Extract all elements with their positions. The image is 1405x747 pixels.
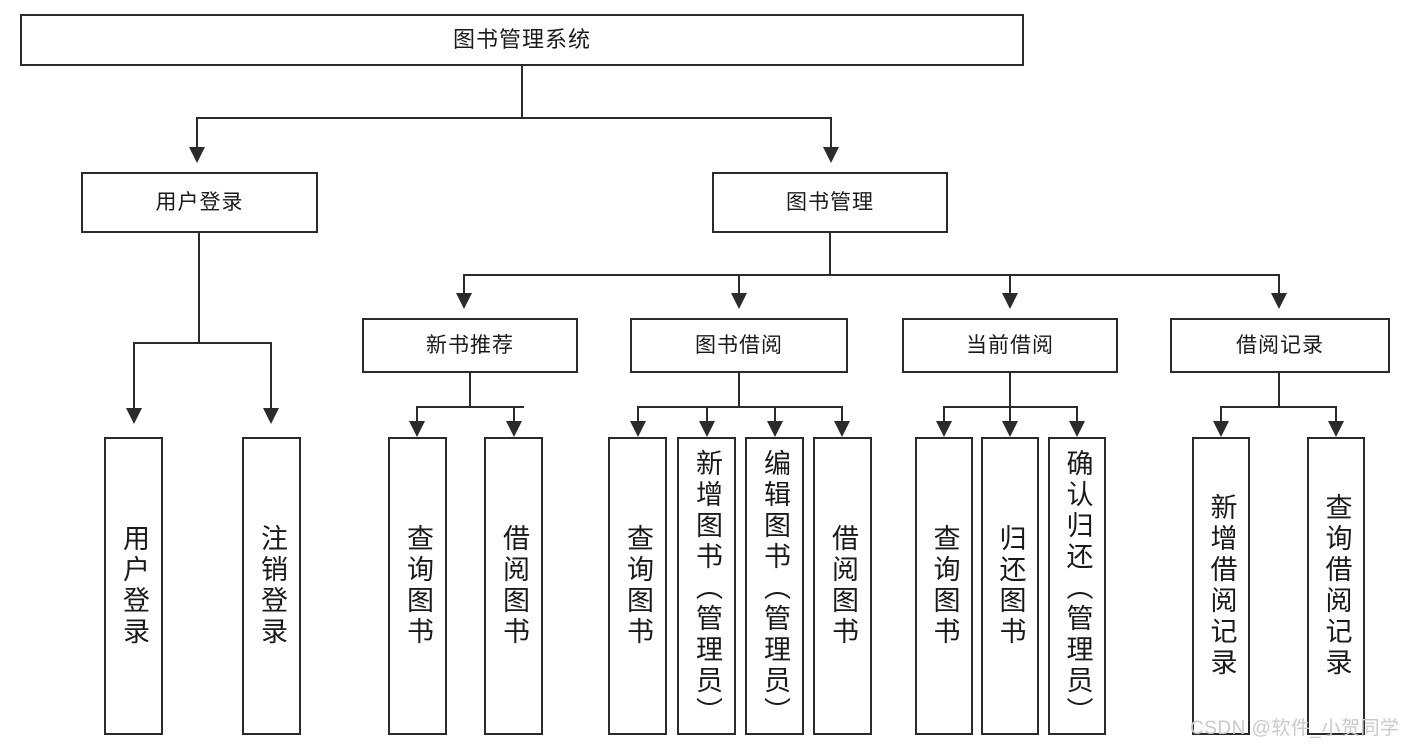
node-label: 图书管理系统 — [452, 26, 591, 52]
leaf-user-logout[interactable]: 注销登录 — [242, 437, 301, 735]
node-label: 当前借阅 — [966, 333, 1054, 357]
connector-user-login-leaf1 — [133, 342, 135, 410]
node-book-borrow[interactable]: 图书借阅 — [630, 318, 848, 373]
arrowhead-user-login-leaf2 — [263, 408, 279, 424]
connector-current-borrow-leaf1 — [943, 406, 945, 424]
connector-new-book-leaf2 — [513, 406, 515, 424]
connector-to-book-management — [830, 117, 832, 149]
node-label: 借阅记录 — [1236, 333, 1324, 357]
watermark-text: CSDN @软件_小贺同学 — [1190, 718, 1400, 739]
arrowhead-to-user-login — [189, 147, 205, 163]
node-label: 新增图书（管理员） — [692, 449, 722, 728]
arrowhead-current-borrow-leaf1 — [936, 421, 952, 437]
connector-book-borrow-leaf1 — [637, 406, 639, 424]
node-borrow-record[interactable]: 借阅记录 — [1170, 318, 1390, 373]
arrowhead-current-borrow-leaf3 — [1069, 421, 1085, 437]
connector-user-login-leaf2 — [270, 342, 272, 410]
arrowhead-to-book-borrow — [731, 293, 747, 309]
connector-user-login-bar — [133, 342, 272, 344]
connector-current-borrow-leaf2 — [1009, 406, 1011, 424]
connector-root-stem — [521, 66, 523, 118]
connector-current-borrow-stem — [1009, 373, 1011, 407]
arrowhead-to-current-borrow — [1002, 293, 1018, 309]
node-label: 图书借阅 — [695, 333, 783, 357]
node-label: 新书推荐 — [426, 333, 514, 357]
leaf-add-book-admin[interactable]: 新增图书（管理员） — [677, 437, 736, 735]
node-current-borrow[interactable]: 当前借阅 — [902, 318, 1118, 373]
arrowhead-borrow-record-leaf2 — [1328, 421, 1344, 437]
connector-level2-bar — [196, 117, 832, 119]
connector-to-current-borrow — [1009, 274, 1011, 294]
connector-book-management-stem — [829, 233, 831, 275]
leaf-borrow-book[interactable]: 借阅图书 — [813, 437, 872, 735]
connector-book-borrow-leaf3 — [774, 406, 776, 424]
node-label: 注销登录 — [257, 524, 287, 648]
connector-borrow-record-leaf1 — [1220, 406, 1222, 424]
connector-to-user-login — [196, 117, 198, 149]
node-label: 归还图书 — [995, 524, 1026, 648]
leaf-user-login[interactable]: 用户登录 — [104, 437, 163, 735]
leaf-borrow-book-recommend[interactable]: 借阅图书 — [484, 437, 543, 735]
connector-new-book-bar — [416, 406, 524, 408]
connector-to-new-book — [463, 274, 465, 294]
connector-level3-bar — [463, 274, 1280, 276]
arrowhead-to-borrow-record — [1271, 293, 1287, 309]
leaf-add-borrow-record[interactable]: 新增借阅记录 — [1192, 437, 1250, 735]
node-label: 编辑图书（管理员） — [760, 449, 790, 728]
leaf-confirm-return-admin[interactable]: 确认归还（管理员） — [1048, 437, 1106, 735]
arrowhead-new-book-leaf1 — [409, 421, 425, 437]
node-label: 借阅图书 — [828, 524, 858, 648]
connector-book-borrow-bar — [637, 406, 843, 408]
arrowhead-borrow-record-leaf1 — [1213, 421, 1229, 437]
arrowhead-book-borrow-leaf2 — [699, 421, 715, 437]
node-label: 用户登录 — [119, 524, 149, 648]
node-new-book-recommend[interactable]: 新书推荐 — [362, 318, 578, 373]
connector-book-borrow-stem — [738, 373, 740, 407]
node-label: 图书管理 — [786, 190, 874, 214]
node-label: 查询借阅记录 — [1321, 493, 1352, 679]
arrowhead-book-borrow-leaf1 — [630, 421, 646, 437]
arrowhead-new-book-leaf2 — [506, 421, 522, 437]
arrowhead-user-login-leaf1 — [126, 408, 142, 424]
arrowhead-book-borrow-leaf3 — [767, 421, 783, 437]
node-label: 查询图书 — [623, 524, 653, 648]
node-label: 确认归还（管理员） — [1062, 449, 1093, 728]
leaf-query-book-recommend[interactable]: 查询图书 — [388, 437, 447, 735]
leaf-return-book[interactable]: 归还图书 — [981, 437, 1039, 735]
leaf-query-borrow-record[interactable]: 查询借阅记录 — [1307, 437, 1365, 735]
arrowhead-to-new-book — [456, 293, 472, 309]
node-label: 查询图书 — [403, 524, 433, 648]
node-label: 借阅图书 — [499, 524, 529, 648]
connector-borrow-record-stem — [1278, 373, 1280, 407]
arrowhead-to-book-management — [823, 147, 839, 163]
connector-new-book-stem — [469, 373, 471, 407]
connector-to-book-borrow — [738, 274, 740, 294]
node-user-login[interactable]: 用户登录 — [81, 172, 318, 233]
leaf-query-book-borrow[interactable]: 查询图书 — [608, 437, 667, 735]
node-book-management[interactable]: 图书管理 — [712, 172, 948, 233]
leaf-query-book-current[interactable]: 查询图书 — [915, 437, 973, 735]
connector-book-borrow-leaf4 — [841, 406, 843, 424]
node-root-book-management-system[interactable]: 图书管理系统 — [20, 14, 1024, 66]
node-label: 查询图书 — [929, 524, 960, 648]
node-label: 新增借阅记录 — [1206, 493, 1237, 679]
arrowhead-current-borrow-leaf2 — [1002, 421, 1018, 437]
connector-to-borrow-record — [1278, 274, 1280, 294]
connector-current-borrow-leaf3 — [1076, 406, 1078, 424]
connector-book-borrow-leaf2 — [706, 406, 708, 424]
leaf-edit-book-admin[interactable]: 编辑图书（管理员） — [745, 437, 804, 735]
connector-user-login-stem — [198, 233, 200, 343]
connector-new-book-leaf1 — [416, 406, 418, 424]
connector-borrow-record-bar — [1220, 406, 1337, 408]
arrowhead-book-borrow-leaf4 — [834, 421, 850, 437]
connector-borrow-record-leaf2 — [1335, 406, 1337, 424]
node-label: 用户登录 — [155, 190, 244, 214]
